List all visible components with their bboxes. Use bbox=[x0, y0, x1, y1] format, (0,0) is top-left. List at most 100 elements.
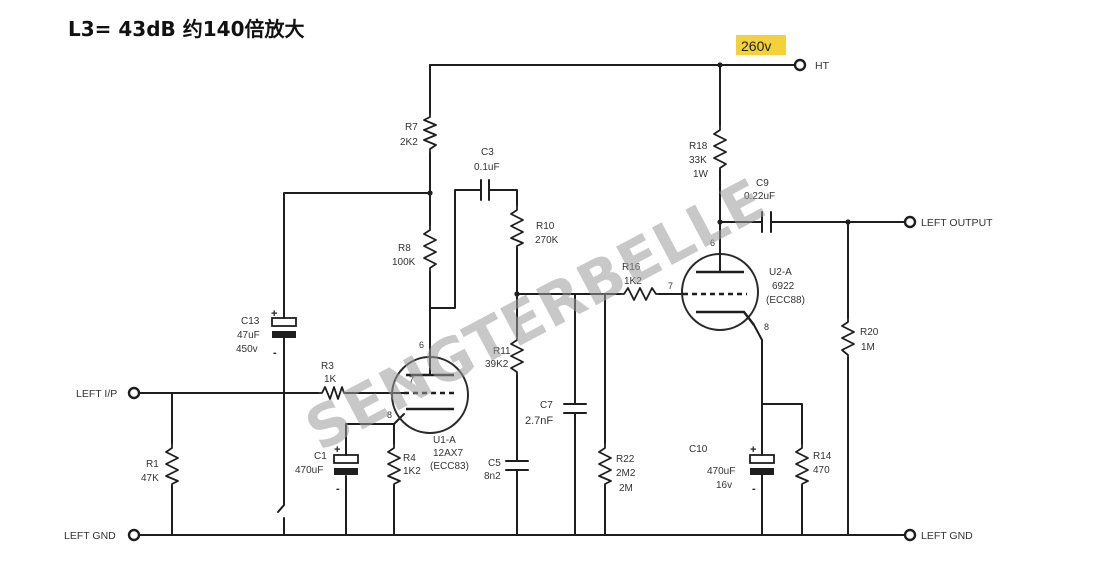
junctions bbox=[427, 62, 851, 297]
label-c5-value: 8n2 bbox=[484, 471, 501, 482]
label-c7-ref: C7 bbox=[540, 400, 553, 411]
label-r22-ref: R22 bbox=[616, 454, 635, 465]
junction-output bbox=[845, 219, 851, 225]
resistor-r10 bbox=[510, 205, 524, 248]
tube-u1 bbox=[391, 356, 469, 434]
label-r1-value: 47K bbox=[141, 473, 159, 484]
wire-c13-bottom bbox=[277, 344, 285, 513]
label-r22-extra: 2M bbox=[619, 483, 633, 494]
label-u1-value: 12AX7 bbox=[433, 448, 463, 459]
label-c13-value: 47uF bbox=[237, 330, 260, 341]
terminal-ht-label: HT bbox=[815, 60, 830, 72]
label-r7-ref: R7 bbox=[405, 122, 418, 133]
label-r4-value: 1K2 bbox=[403, 466, 421, 477]
capacitor-c5 bbox=[505, 460, 529, 471]
resistor-r4 bbox=[387, 443, 401, 486]
terminal-left-gnd-right[interactable] bbox=[903, 528, 917, 542]
c1-minus: - bbox=[336, 483, 340, 495]
wire-c3-r10 bbox=[495, 189, 518, 206]
resistor-r14 bbox=[795, 443, 809, 486]
label-c3-value: 0.1uF bbox=[474, 162, 500, 173]
terminal-ht[interactable] bbox=[793, 58, 807, 72]
resistor-r3 bbox=[318, 386, 346, 400]
c10-plus: + bbox=[750, 444, 756, 456]
junction-r10-r11 bbox=[514, 291, 520, 297]
capacitors bbox=[271, 179, 778, 483]
terminal-left-input-label: LEFT I/P bbox=[76, 388, 117, 400]
label-r20-value: 1M bbox=[861, 342, 875, 353]
terminal-left-gnd-right-label: LEFT GND bbox=[921, 530, 973, 542]
label-r18-ref: R18 bbox=[689, 141, 708, 152]
junction-r7-r8 bbox=[427, 190, 433, 196]
label-r3-value: 1K bbox=[324, 374, 337, 385]
pin-u2-cathode: 8 bbox=[764, 322, 769, 332]
label-c1-ref: C1 bbox=[314, 451, 327, 462]
polarity-marks: + - + - + - bbox=[271, 308, 756, 495]
wire-u1-cathode-c1 bbox=[345, 413, 405, 453]
pin-u2-plate: 6 bbox=[710, 238, 715, 248]
resistor-r16 bbox=[620, 287, 659, 301]
label-r16-value: 1K2 bbox=[624, 276, 642, 287]
component-labels: R7 2K2 R8 100K C3 0.1uF R10 270K R18 33K… bbox=[141, 122, 879, 494]
resistor-r7 bbox=[423, 113, 437, 153]
label-c7-value: 2.7nF bbox=[525, 415, 553, 427]
resistor-r1 bbox=[165, 443, 179, 486]
label-r8-ref: R8 bbox=[398, 243, 411, 254]
wire-u1-plate-c3 bbox=[429, 189, 475, 309]
resistor-r22 bbox=[598, 443, 612, 486]
label-c5-ref: C5 bbox=[488, 458, 501, 469]
terminal-left-gnd-left[interactable] bbox=[127, 528, 141, 542]
tube-u2 bbox=[681, 249, 759, 331]
voltage-highlight bbox=[736, 35, 786, 55]
c10-minus: - bbox=[752, 483, 756, 495]
label-r14-ref: R14 bbox=[813, 451, 832, 462]
tube-u1-envelope bbox=[391, 356, 469, 434]
pin-u1-cathode: 8 bbox=[387, 410, 392, 420]
terminal-left-output[interactable] bbox=[903, 215, 917, 229]
c1-plus: + bbox=[334, 444, 340, 456]
wire-u2-cathode bbox=[753, 324, 763, 441]
terminal-left-gnd-left-label: LEFT GND bbox=[64, 530, 116, 542]
wire-r14-top bbox=[761, 403, 803, 444]
pin-u2-grid: 7 bbox=[668, 281, 673, 291]
wire-c13-top bbox=[283, 192, 431, 306]
resistor-r18 bbox=[713, 125, 727, 170]
c13-minus: - bbox=[273, 347, 277, 359]
resistor-r8 bbox=[423, 225, 437, 272]
label-c3-ref: C3 bbox=[481, 147, 494, 158]
label-r8-value: 100K bbox=[392, 257, 416, 268]
tube-u2-cathode bbox=[696, 310, 755, 326]
c13-plus: + bbox=[271, 308, 277, 320]
supply-voltage-label: 260v bbox=[741, 38, 771, 54]
label-r11-value: 39K2 bbox=[485, 359, 509, 370]
terminal-left-input[interactable] bbox=[127, 386, 141, 400]
label-c9-value: 0.22uF bbox=[744, 191, 775, 202]
label-r20-ref: R20 bbox=[860, 327, 879, 338]
label-r14-value: 470 bbox=[813, 465, 830, 476]
label-r10-value: 270K bbox=[535, 235, 559, 246]
diagram-title: L3= 43dB 约140倍放大 bbox=[68, 17, 304, 41]
label-c10-value: 470uF bbox=[707, 466, 735, 477]
pin-numbers: 6 7 8 6 7 8 bbox=[387, 238, 769, 420]
label-r3-ref: R3 bbox=[321, 361, 334, 372]
label-c9-ref: C9 bbox=[756, 178, 769, 189]
wires bbox=[137, 64, 908, 536]
label-u1-extra: (ECC83) bbox=[430, 461, 469, 472]
resistor-r20 bbox=[841, 318, 855, 358]
label-r4-ref: R4 bbox=[403, 453, 416, 464]
label-r7-value: 2K2 bbox=[400, 137, 418, 148]
label-c13-extra: 450v bbox=[236, 344, 258, 355]
label-u2-extra: (ECC88) bbox=[766, 295, 805, 306]
capacitor-c10-negative-plate bbox=[750, 468, 774, 475]
junction-ht bbox=[717, 62, 723, 68]
label-u2-value: 6922 bbox=[772, 281, 795, 292]
label-c13-ref: C13 bbox=[241, 316, 260, 327]
capacitor-c7 bbox=[563, 403, 587, 414]
label-c1-value: 470uF bbox=[295, 465, 323, 476]
label-c10-ref: C10 bbox=[689, 444, 708, 455]
terminals: HT LEFT OUTPUT LEFT GND LEFT I/P LEFT GN… bbox=[64, 58, 993, 542]
label-c10-extra: 16v bbox=[716, 480, 732, 491]
pin-u1-grid: 7 bbox=[409, 375, 414, 385]
label-r22-value: 2M2 bbox=[616, 468, 636, 479]
